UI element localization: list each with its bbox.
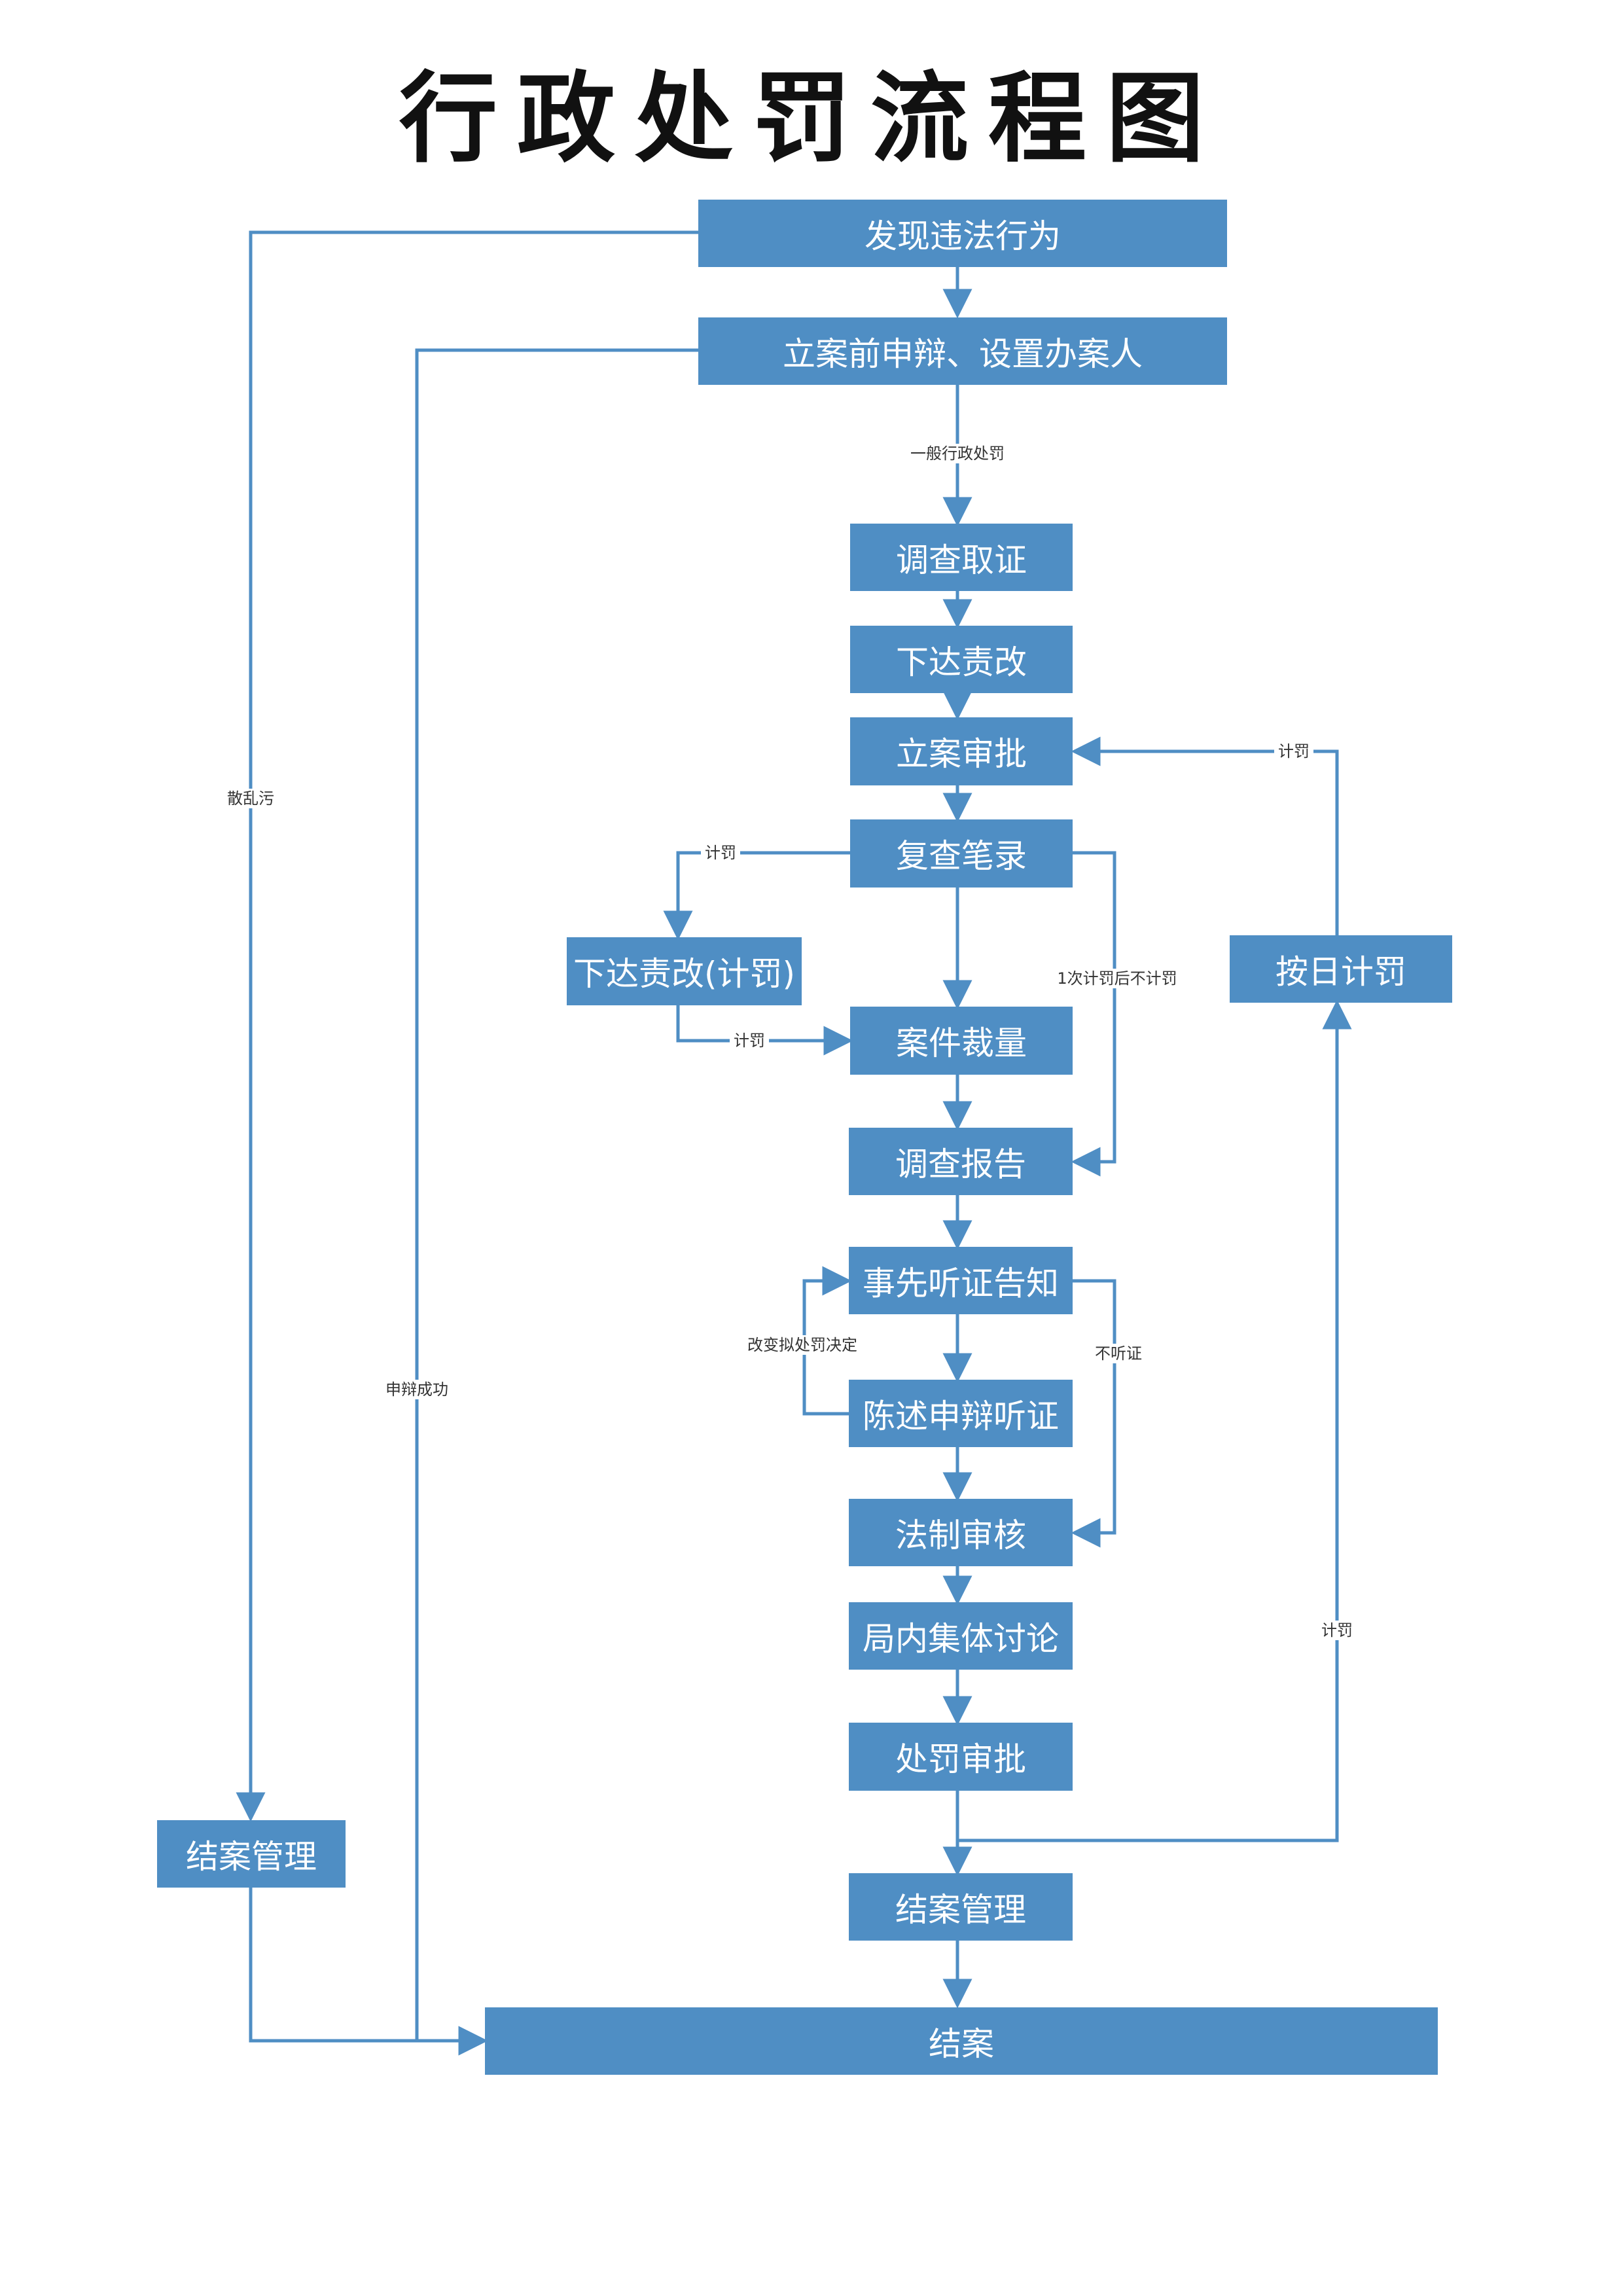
node-close-mgmt-center[interactable]: 结案管理 <box>849 1873 1073 1941</box>
label-defense-success: 申辩成功 <box>382 1380 452 1399</box>
node-collective-discussion[interactable]: 局内集体讨论 <box>849 1602 1073 1670</box>
node-investigation-report[interactable]: 调查报告 <box>849 1128 1073 1195</box>
node-order-correct-penalty[interactable]: 下达责改(计罚) <box>567 937 802 1005</box>
label-no-hearing: 不听证 <box>1091 1344 1146 1363</box>
node-investigate[interactable]: 调查取证 <box>850 524 1073 591</box>
node-daily-penalty[interactable]: 按日计罚 <box>1230 935 1452 1003</box>
node-pre-case-defense[interactable]: 立案前申辩、设置办案人 <box>698 317 1227 385</box>
label-change-decision: 改变拟处罚决定 <box>743 1335 861 1355</box>
label-penalty-to-ruling: 计罚 <box>730 1031 769 1050</box>
edge-defense-success <box>415 348 698 2056</box>
node-close-mgmt-left[interactable]: 结案管理 <box>157 1820 346 1888</box>
edge-recheck-to-correct-penalty <box>663 851 850 941</box>
label-scatter: 散乱污 <box>223 789 278 808</box>
node-order-correct[interactable]: 下达责改 <box>850 626 1073 693</box>
label-general-penalty: 一般行政处罚 <box>906 444 1008 463</box>
node-case-ruling[interactable]: 案件裁量 <box>850 1007 1073 1075</box>
node-recheck-record[interactable]: 复查笔录 <box>850 819 1073 888</box>
label-penalty-right-up: 计罚 <box>1317 1621 1357 1640</box>
label-penalty-left-down: 计罚 <box>701 843 740 863</box>
node-discover[interactable]: 发现违法行为 <box>698 200 1227 267</box>
edge-daily-to-approval <box>1071 736 1339 935</box>
edge-scatter <box>236 230 698 1822</box>
node-penalty-approval[interactable]: 处罚审批 <box>849 1723 1073 1791</box>
node-prior-notice[interactable]: 事先听证告知 <box>849 1247 1073 1314</box>
label-penalty-top-right: 计罚 <box>1274 742 1313 761</box>
edge-recheck-to-report <box>1071 851 1116 1177</box>
page-title: 行政处罚流程图 <box>399 61 1224 176</box>
node-close[interactable]: 结案 <box>485 2007 1438 2075</box>
node-legal-review[interactable]: 法制审核 <box>849 1499 1073 1566</box>
node-case-approval[interactable]: 立案审批 <box>850 717 1073 785</box>
edge-notice-to-review <box>1071 1279 1116 1548</box>
edge-correct-penalty-to-ruling <box>676 1005 853 1056</box>
label-once-no-more: 1次计罚后不计罚 <box>1053 969 1181 988</box>
edge-left-close-mgmt-to-close <box>249 1888 488 2056</box>
node-statement-hearing[interactable]: 陈述申辩听证 <box>849 1380 1073 1447</box>
edge-penalty-approval-to-daily <box>957 999 1352 1842</box>
